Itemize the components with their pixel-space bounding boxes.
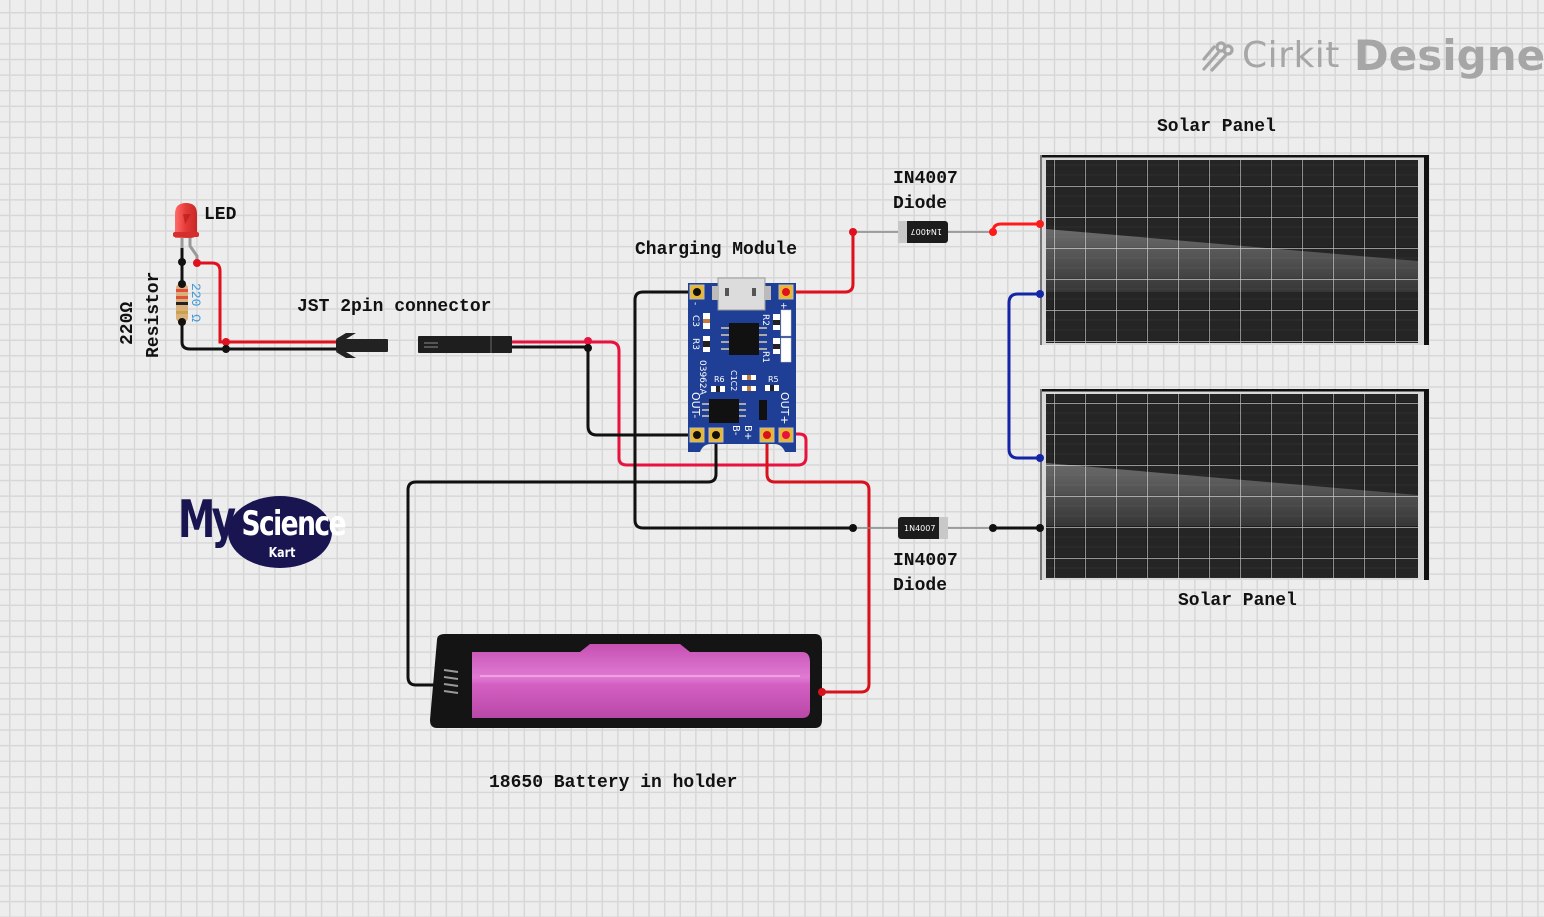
solar-panel-bottom[interactable]: [1040, 389, 1429, 580]
pad-out-plus[interactable]: [778, 427, 794, 443]
wire-diode-top-solar-red[interactable]: [991, 222, 1040, 233]
jst-connector-female[interactable]: [418, 336, 512, 353]
silk-out-minus: OUT-: [689, 392, 702, 418]
silk-plus: +: [778, 302, 788, 310]
led-label: LED: [204, 205, 237, 225]
wire-jst-out-plus-red[interactable]: [510, 340, 808, 467]
diode-bottom-label-line1: IN4007: [893, 551, 958, 571]
logo-oval: [228, 496, 332, 568]
wire-module-minus-black[interactable]: [633, 290, 853, 530]
silk-r5: R5: [768, 375, 779, 384]
brand-name-bold: Designer: [1353, 30, 1544, 80]
wire-led-anode-red[interactable]: [197, 261, 340, 344]
battery-label: 18650 Battery in holder: [489, 773, 738, 793]
solar-panel-top-label: Solar Panel: [1157, 117, 1276, 137]
wire-module-plus-red[interactable]: [786, 232, 855, 294]
myscience-kart-logo: My Science Kart: [178, 490, 347, 572]
diode-top-body-text: 1N4007: [911, 227, 942, 236]
cirkit-designer-brand: Cirkit Designer: [1200, 30, 1544, 80]
cirkit-link-icon: [1202, 41, 1234, 72]
jst-connector-male[interactable]: [336, 333, 388, 358]
wire-battery-positive-red[interactable]: [765, 435, 871, 694]
led[interactable]: [173, 203, 199, 263]
wire-jst-out-minus-black[interactable]: [510, 345, 696, 437]
diode-bottom-label-line2: Diode: [893, 576, 948, 596]
pad-in-plus[interactable]: [778, 284, 794, 300]
resistor-value-text: 220 Ω: [188, 283, 203, 322]
silk-r2: R2: [760, 314, 770, 326]
diode-top-label-line1: IN4007: [893, 169, 958, 189]
silk-c3: C3: [690, 315, 700, 327]
logo-word-kart: Kart: [268, 546, 296, 561]
battery-holder[interactable]: [430, 634, 822, 728]
pad-b-minus[interactable]: [708, 427, 724, 443]
silk-b-minus: B-: [730, 425, 741, 436]
silk-r3: R3: [690, 338, 700, 350]
solar-panel-top[interactable]: [1040, 155, 1429, 345]
silk-out-plus: OUT+: [778, 392, 791, 425]
wire-battery-negative-black[interactable]: [406, 435, 718, 687]
logo-word-science: Science: [241, 504, 346, 544]
silk-r1: R1: [760, 351, 770, 363]
junction-dots: [178, 220, 1044, 696]
battery-cell: [472, 644, 810, 718]
jst-label: JST 2pin connector: [297, 297, 492, 317]
wire-resistor-black[interactable]: [180, 322, 340, 351]
charging-module[interactable]: - + C3 R3 R2 R1 03962A R6 C1C2 R5 OUT- O…: [688, 277, 796, 452]
diode-bottom-body-text: 1N4007: [904, 524, 935, 533]
brand-name-light: Cirkit: [1242, 34, 1340, 76]
resistor[interactable]: [176, 284, 188, 322]
resistor-label-line1: 220Ω: [118, 301, 138, 345]
wire-solar-series-blue[interactable]: [1007, 292, 1040, 460]
resistor-label-line2: Resistor: [144, 271, 164, 358]
silk-minus: -: [690, 302, 700, 305]
diode-top-label-line2: Diode: [893, 194, 948, 214]
silk-b-plus: B+: [742, 425, 753, 440]
logo-word-my: My: [178, 490, 236, 550]
charging-module-label: Charging Module: [635, 240, 798, 260]
diode-top[interactable]: 1N4007: [898, 221, 948, 243]
pad-in-minus[interactable]: [689, 284, 705, 300]
pad-b-plus[interactable]: [759, 427, 775, 443]
silk-r6: R6: [714, 375, 725, 384]
solar-panel-bottom-label: Solar Panel: [1178, 591, 1297, 611]
diode-bottom[interactable]: 1N4007: [898, 517, 948, 539]
silk-code: 03962A: [697, 360, 707, 396]
silk-c1c2: C1C2: [729, 370, 738, 391]
pad-out-minus[interactable]: [689, 427, 705, 443]
